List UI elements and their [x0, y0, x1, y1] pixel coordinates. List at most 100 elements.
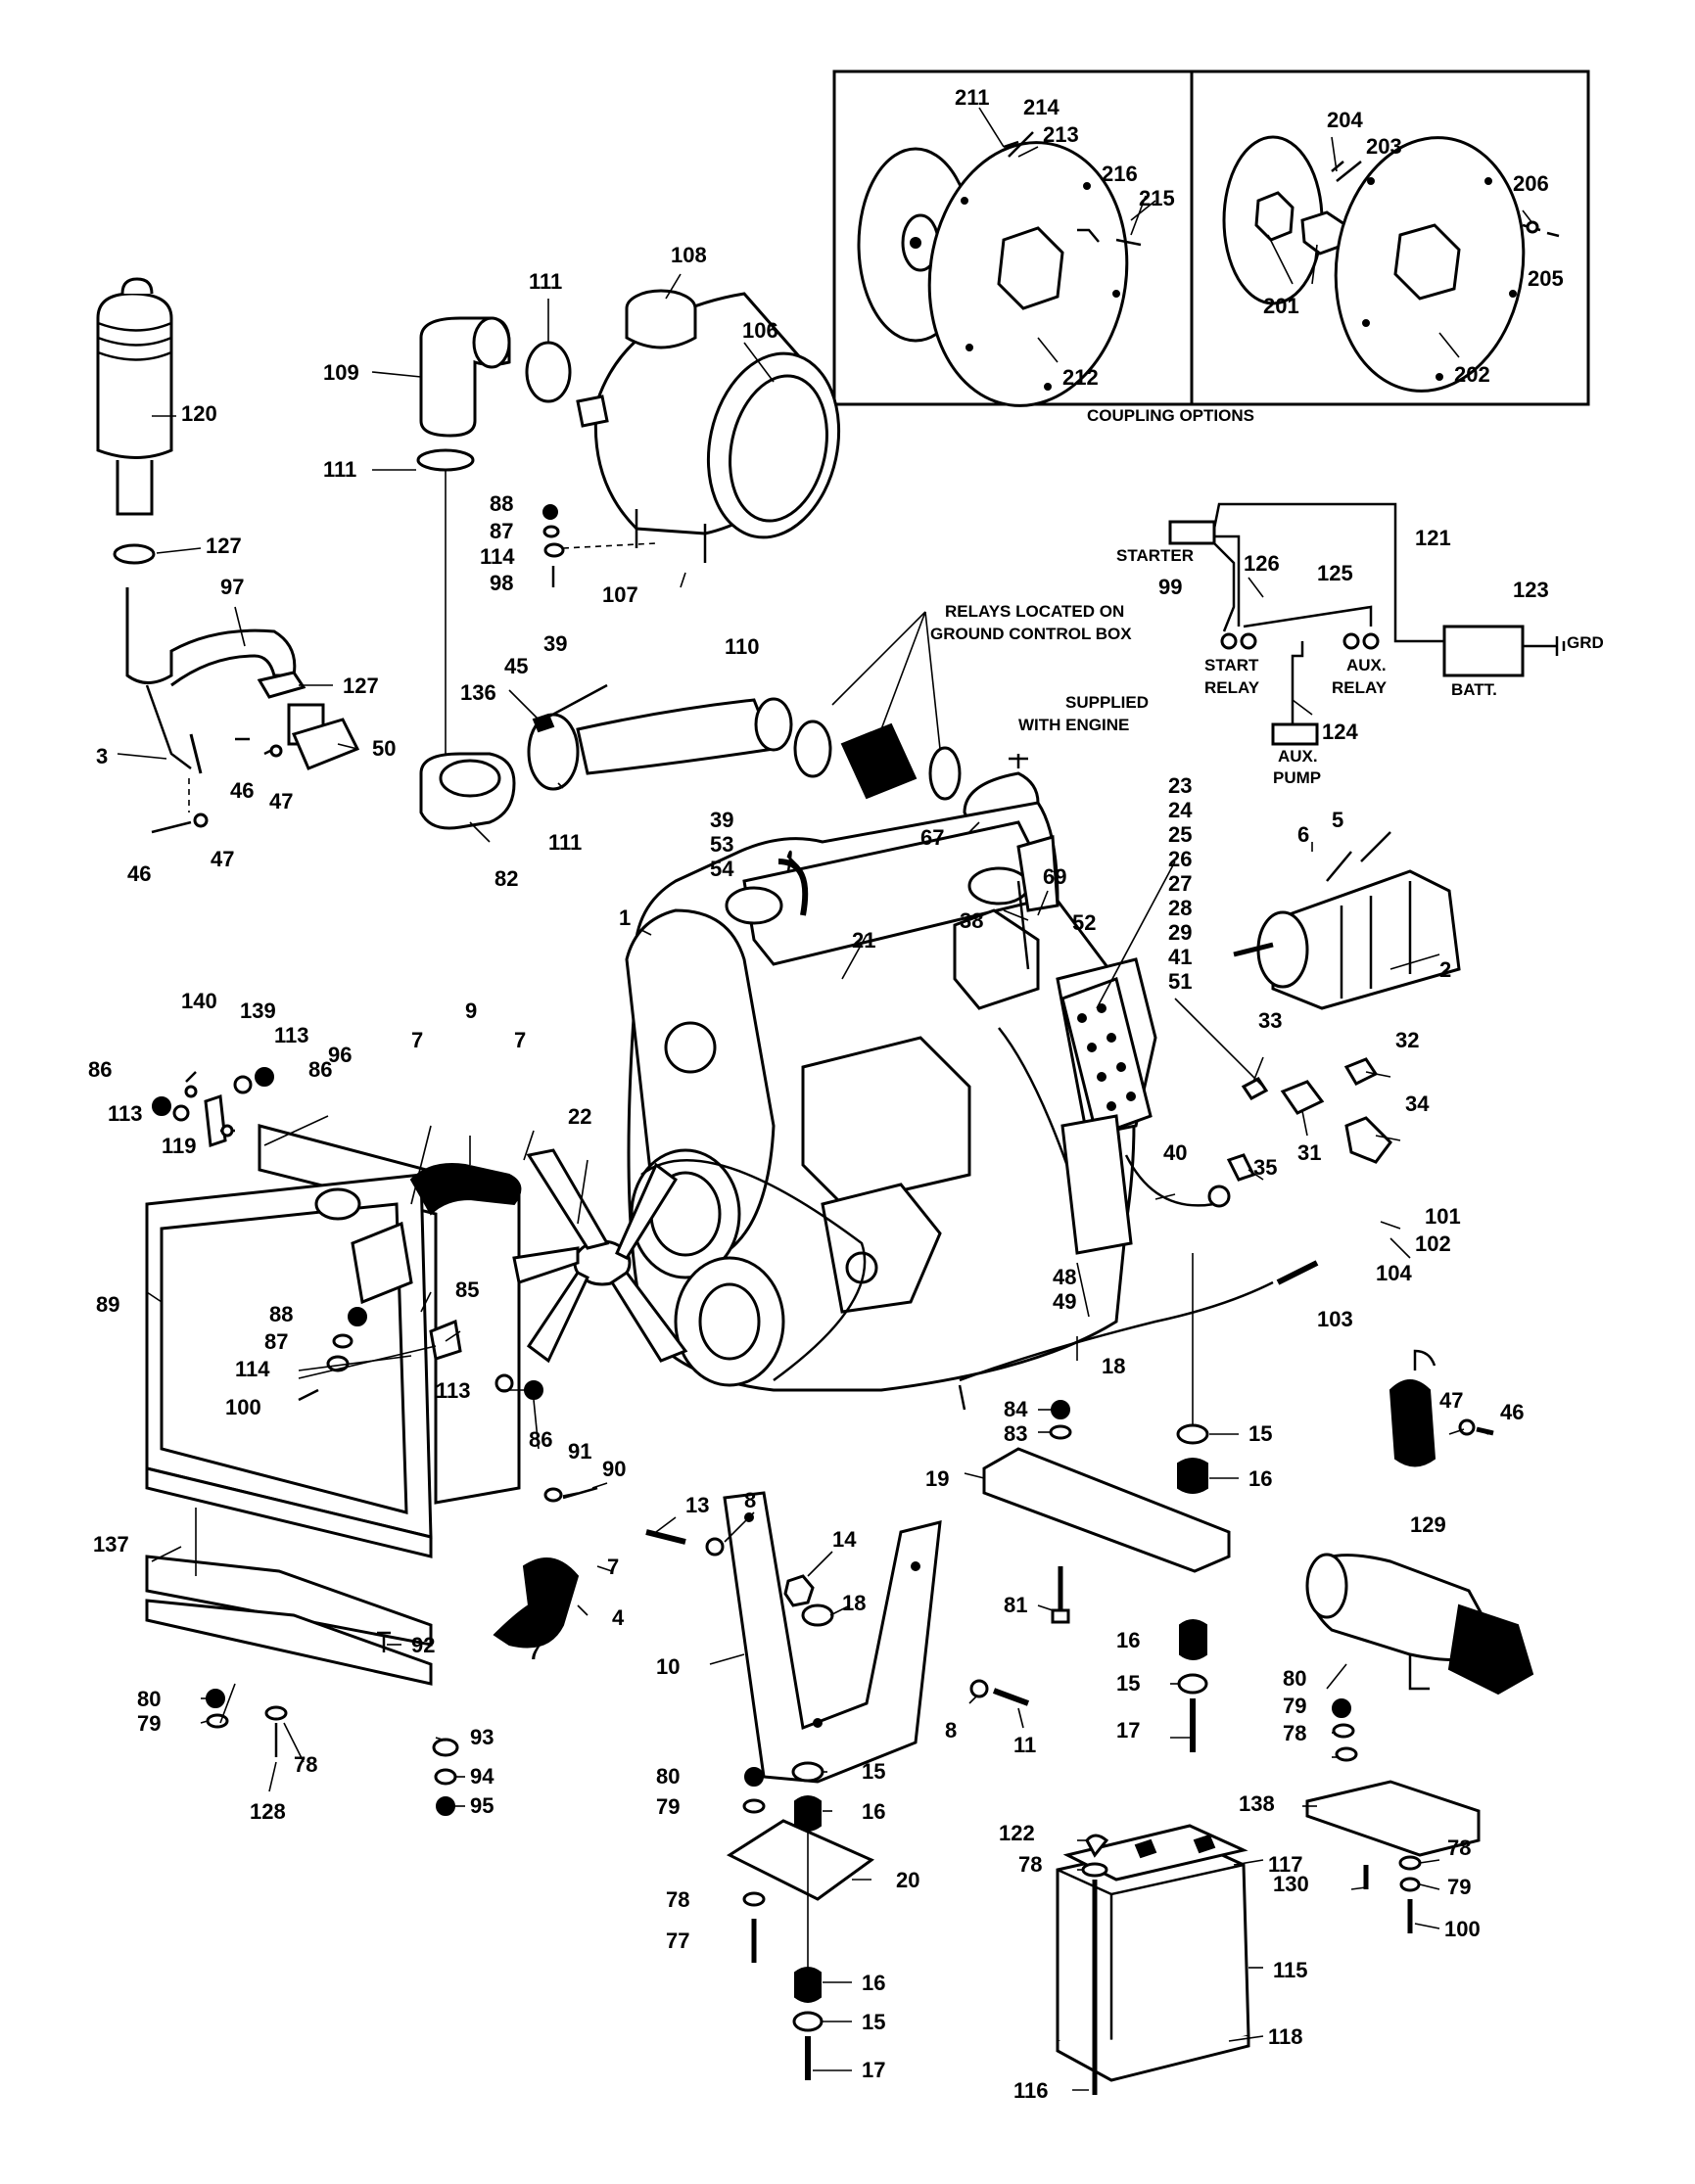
callout-7-upper-left: 7: [411, 1028, 423, 1052]
callout-211: 211: [955, 85, 990, 110]
callout-numbers: 211 214 213 216 215 212 204 203 206 205 …: [88, 85, 1564, 2103]
callout-111-lower: 111: [548, 830, 582, 855]
callout-91: 91: [568, 1439, 591, 1464]
callout-126: 126: [1244, 551, 1280, 576]
callout-113-lower: 113: [436, 1378, 471, 1403]
battery: [1056, 1824, 1250, 2095]
callout-129: 129: [1410, 1512, 1446, 1537]
callout-25: 25: [1168, 822, 1192, 847]
callout-46-upper: 46: [230, 778, 254, 803]
callout-115: 115: [1273, 1958, 1308, 1982]
callout-78-right-lower: 78: [1447, 1835, 1471, 1860]
callout-119-upper: 119: [162, 1134, 197, 1158]
callout-39-lower: 39: [710, 808, 733, 832]
callout-82: 82: [494, 866, 518, 891]
leader-lines: [117, 107, 1533, 2091]
callout-137: 137: [93, 1532, 129, 1557]
callout-7-upper-right: 7: [514, 1028, 526, 1052]
callout-90: 90: [602, 1457, 626, 1481]
callout-95: 95: [470, 1793, 494, 1818]
callout-22: 22: [568, 1104, 591, 1129]
callout-102: 102: [1415, 1231, 1451, 1256]
callout-128: 128: [250, 1799, 286, 1824]
callout-116: 116: [1013, 2078, 1049, 2103]
callout-130: 130: [1273, 1872, 1309, 1896]
callout-15-right: 15: [1116, 1671, 1140, 1696]
callout-23: 23: [1168, 773, 1192, 798]
callout-48: 48: [1053, 1265, 1076, 1289]
callout-35: 35: [1253, 1155, 1277, 1180]
callout-8-lower: 8: [945, 1718, 957, 1743]
callout-20: 20: [896, 1868, 919, 1892]
callout-106: 106: [742, 318, 778, 343]
callout-111-middle: 111: [323, 457, 356, 482]
callout-203: 203: [1366, 134, 1402, 159]
callout-139: 139: [240, 999, 276, 1023]
callout-4: 4: [612, 1605, 625, 1630]
callout-213: 213: [1043, 122, 1079, 147]
callout-54: 54: [710, 857, 734, 881]
callout-87-upper: 87: [490, 519, 513, 543]
callout-104: 104: [1376, 1261, 1412, 1285]
callout-121: 121: [1415, 526, 1451, 550]
start-relay-caption-2: RELAY: [1204, 678, 1260, 697]
callout-21: 21: [852, 928, 875, 953]
callout-107: 107: [602, 582, 638, 607]
callout-136: 136: [460, 680, 496, 705]
callout-49: 49: [1053, 1289, 1076, 1314]
callout-88-lower: 88: [269, 1302, 293, 1326]
callout-53: 53: [710, 832, 733, 857]
callout-205: 205: [1528, 266, 1564, 291]
radiator-assembly: [145, 1067, 688, 1816]
callout-6: 6: [1297, 822, 1309, 847]
callout-46-solenoid: 46: [1500, 1400, 1524, 1424]
callout-99: 99: [1158, 575, 1182, 599]
callout-86-lower: 86: [529, 1427, 552, 1452]
aux-relay-caption-1: AUX.: [1346, 656, 1387, 674]
callout-202: 202: [1454, 362, 1490, 387]
callout-214: 214: [1023, 95, 1059, 119]
batt-caption: BATT.: [1451, 680, 1497, 699]
callout-103: 103: [1317, 1307, 1353, 1331]
captions: COUPLING OPTIONS RELAYS LOCATED ON GROUN…: [930, 406, 1604, 787]
callout-17-bottom: 17: [862, 2058, 885, 2082]
callout-78-left: 78: [294, 1752, 317, 1777]
callout-89: 89: [96, 1292, 119, 1317]
callout-97: 97: [220, 575, 244, 599]
air-cleaner-assembly: [416, 289, 841, 768]
coupling-options-box: [832, 70, 1590, 407]
callout-28: 28: [1168, 896, 1192, 920]
callout-80-center: 80: [656, 1764, 680, 1789]
callout-18-upper: 18: [1102, 1354, 1125, 1378]
callout-96: 96: [328, 1043, 352, 1067]
callout-3: 3: [96, 744, 108, 768]
callout-81: 81: [1004, 1593, 1027, 1617]
callout-47-solenoid: 47: [1439, 1388, 1463, 1413]
callout-98: 98: [490, 571, 513, 595]
starter-solenoid: [1389, 1349, 1494, 1467]
callout-14: 14: [832, 1527, 857, 1552]
callout-127-lower: 127: [343, 674, 379, 698]
aux-relay-caption-2: RELAY: [1332, 678, 1388, 697]
callout-215: 215: [1139, 186, 1175, 210]
callout-125: 125: [1317, 561, 1353, 585]
callout-78-right: 78: [1283, 1721, 1306, 1745]
callout-24: 24: [1168, 798, 1193, 822]
grd-caption: GRD: [1567, 633, 1604, 652]
callout-41: 41: [1168, 945, 1192, 969]
aux-pump-caption-1: AUX.: [1278, 747, 1318, 766]
callout-109: 109: [323, 360, 359, 385]
callout-80-left: 80: [137, 1687, 161, 1711]
callout-88-upper: 88: [490, 491, 513, 516]
callout-216: 216: [1102, 162, 1138, 186]
callout-47-upper: 47: [269, 789, 293, 813]
callout-84: 84: [1004, 1397, 1028, 1421]
callout-78-battery: 78: [1018, 1852, 1042, 1877]
callout-79-center: 79: [656, 1794, 680, 1819]
callout-87-lower: 87: [264, 1329, 288, 1354]
callout-16-right: 16: [1116, 1628, 1140, 1652]
callout-117: 117: [1268, 1852, 1303, 1877]
callout-114-upper: 114: [480, 544, 515, 569]
callout-127-upper: 127: [206, 534, 242, 558]
